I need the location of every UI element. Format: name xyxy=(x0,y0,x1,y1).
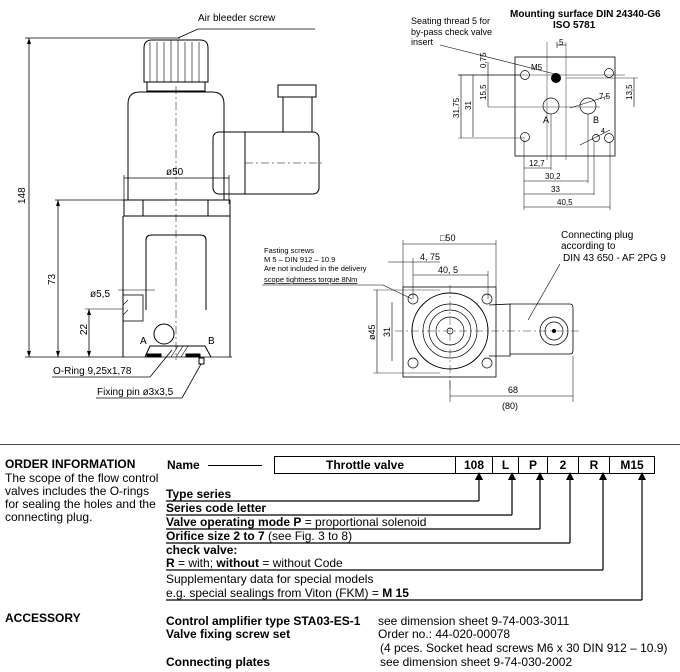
seating-line1: Seating thread 5 for xyxy=(411,16,490,26)
row-series-code: Series code letter xyxy=(166,501,267,515)
plug-line3: DIN 43 650 - AF 2PG 9 xyxy=(563,253,666,264)
mode-bold: Valve operating mode P xyxy=(166,515,302,529)
row-operating-mode: Valve operating mode P = proportional so… xyxy=(166,515,426,529)
top-dim-sq50: □50 xyxy=(440,233,455,243)
accessory-value-4: see dimension sheet 9-74-030-2002 xyxy=(380,655,573,669)
mount-port-a: A xyxy=(543,115,549,125)
mode-rest: = proportional solenoid xyxy=(301,515,427,529)
check-with: = with; xyxy=(174,556,217,570)
fixing-pin-label: Fixing pin ø3x3,5 xyxy=(97,387,174,398)
mount-dim-m5: M5 xyxy=(531,63,543,72)
fasting-line1: Fasting screws xyxy=(264,246,314,255)
dim-d55: ø5,5 xyxy=(90,289,110,300)
mounting-title-line2: ISO 5781 xyxy=(553,20,596,31)
mount-dim-155: 15,5 xyxy=(479,84,488,100)
mount-dim-3175: 31,75 xyxy=(452,97,461,118)
top-dim-80: (80) xyxy=(502,401,518,411)
side-port-a: A xyxy=(140,336,147,347)
mount-dim-127: 12,7 xyxy=(529,159,545,168)
mount-dim-302: 30,2 xyxy=(545,172,561,181)
dim-73: 73 xyxy=(47,273,58,285)
name-label: Name xyxy=(167,458,200,472)
mounting-surface-drawing xyxy=(439,42,638,210)
accessory-name-1: Control amplifier type STA03-ES-1 xyxy=(166,614,361,628)
plug-line1: Connecting plug xyxy=(561,230,633,241)
row-check-valve-title: check valve: xyxy=(166,543,238,557)
order-information-description: The scope of the flow control valves inc… xyxy=(5,471,159,524)
accessory-value-1: see dimension sheet 9-74-003-3011 xyxy=(378,614,570,628)
dim-22: 22 xyxy=(79,323,90,335)
supp-bold: M 15 xyxy=(382,586,409,600)
section-divider xyxy=(0,444,680,445)
code-cell-mode: P xyxy=(519,457,548,473)
seating-line2: by-pass check valve xyxy=(411,27,492,37)
accessory-name-4: Connecting plates xyxy=(166,655,271,669)
dim-148: 148 xyxy=(17,187,28,204)
row-check-valve-options: R = with; without = without Code xyxy=(166,556,343,570)
oring-label: O-Ring 9,25x1,78 xyxy=(53,366,132,377)
accessory-title: ACCESSORY xyxy=(5,611,81,625)
accessory-value-2: Order no.: 44-020-00078 xyxy=(378,627,511,641)
orifice-bold: Orifice size 2 to 7 xyxy=(166,529,265,543)
mount-dim-135: 13,5 xyxy=(625,84,634,100)
mounting-title-line1: Mounting surface DIN 24340-G6 xyxy=(510,9,661,20)
order-code-box: Throttle valve 108 L P 2 R M15 xyxy=(274,456,655,474)
fasting-line2: M 5 – DIN 912 – 10.9 xyxy=(264,255,335,264)
top-dim-31: 31 xyxy=(382,327,392,337)
top-dim-d45: ø45 xyxy=(367,324,377,340)
accessory-value-3: (4 pces. Socket head screws M6 x 30 DIN … xyxy=(380,641,668,655)
check-rest: = without Code xyxy=(259,556,343,570)
side-view-drawing xyxy=(25,28,325,399)
code-cell-supplementary: M15 xyxy=(620,458,644,472)
code-cell-type-series: 108 xyxy=(456,457,493,473)
fasting-line4: scope tightness torque 8Nm xyxy=(264,275,357,284)
code-cell-series-letter: L xyxy=(493,457,519,473)
row-supplementary-2: e.g. special sealings from Viton (FKM) =… xyxy=(166,586,409,600)
mount-port-b: B xyxy=(593,115,599,125)
dim-d50: ø50 xyxy=(166,167,184,178)
code-cell-name: Throttle valve xyxy=(275,457,456,473)
code-cell-orifice: 2 xyxy=(548,457,579,473)
mount-dim-5: 5 xyxy=(559,38,564,47)
row-orifice-size: Orifice size 2 to 7 (see Fig. 3 to 8) xyxy=(166,529,352,543)
plug-line2: according to xyxy=(561,241,616,252)
mount-dim-075: 0,75 xyxy=(479,52,488,68)
check-without: without xyxy=(216,556,260,570)
supp-text: e.g. special sealings from Viton (FKM) = xyxy=(166,586,383,600)
top-dim-68: 68 xyxy=(508,385,518,395)
mount-dim-405: 40,5 xyxy=(557,198,573,207)
orifice-rest: (see Fig. 3 to 8) xyxy=(264,529,353,543)
top-dim-405: 40, 5 xyxy=(438,265,458,275)
check-r: R xyxy=(166,556,175,570)
mount-dim-31: 31 xyxy=(464,101,473,110)
mount-dim-33: 33 xyxy=(551,185,560,194)
seating-line3: insert xyxy=(411,37,434,47)
side-port-b: B xyxy=(208,336,215,347)
accessory-name-2: Valve fixing screw set xyxy=(166,627,291,641)
order-information-title: ORDER INFORMATION xyxy=(5,457,136,471)
mount-dim-75: 7,5 xyxy=(599,92,611,101)
row-supplementary-1: Supplementary data for special models xyxy=(166,572,374,586)
row-type-series: Type series xyxy=(166,487,232,501)
technical-drawings: Air bleeder screw 148 73 22 ø50 ø5,5 A B… xyxy=(17,9,666,411)
top-view-drawing xyxy=(262,240,580,402)
fasting-line3: Are not included in the delivery xyxy=(264,264,367,273)
air-bleeder-label: Air bleeder screw xyxy=(198,13,276,24)
name-leader-line xyxy=(208,465,262,466)
code-cell-check-valve: R xyxy=(579,457,610,473)
top-dim-475: 4, 75 xyxy=(420,252,440,262)
mount-dim-4: 4 xyxy=(601,128,605,135)
